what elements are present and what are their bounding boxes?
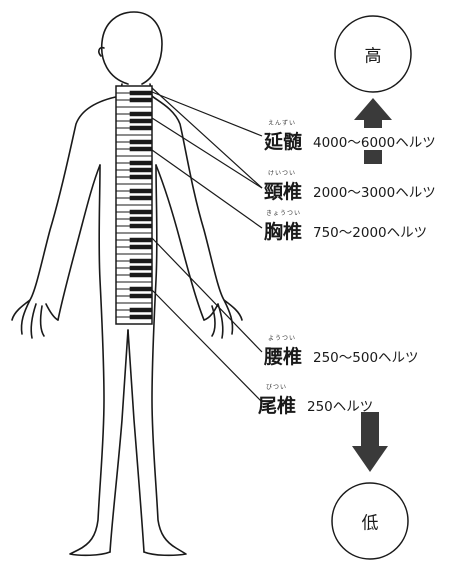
keyboard-spine-icon — [116, 86, 152, 324]
lumbar-name: 腰椎 — [264, 342, 302, 369]
leader-line-medulla — [152, 92, 262, 136]
black-key — [130, 287, 152, 291]
high-label: 高 — [365, 42, 382, 67]
medulla-ruby: えんずい — [268, 118, 296, 127]
leader-line-thoracic — [152, 150, 262, 228]
black-key — [130, 147, 152, 151]
black-key — [130, 119, 152, 123]
leader-lines — [152, 88, 262, 402]
cervical-ruby: けいつい — [268, 168, 296, 177]
black-key — [130, 126, 152, 130]
black-key — [130, 273, 152, 277]
black-key — [130, 224, 152, 228]
lumbar-ruby: ようつい — [268, 333, 296, 342]
black-key — [130, 217, 152, 221]
black-key — [130, 140, 152, 144]
black-key — [130, 91, 152, 95]
black-key — [130, 98, 152, 102]
down-arrow-icon — [352, 412, 388, 472]
black-key — [130, 161, 152, 165]
coccyx-name: 尾椎 — [258, 391, 296, 418]
black-key — [130, 175, 152, 179]
medulla-frequency: 4000〜6000ヘルツ — [313, 131, 436, 151]
black-key — [130, 210, 152, 214]
black-key — [130, 196, 152, 200]
black-key — [130, 112, 152, 116]
black-key — [130, 308, 152, 312]
cervical-frequency: 2000〜3000ヘルツ — [313, 181, 436, 201]
thoracic-ruby: きょうつい — [266, 208, 301, 217]
low-label: 低 — [362, 509, 379, 534]
black-key — [130, 266, 152, 270]
coccyx-frequency: 250ヘルツ — [307, 395, 373, 415]
black-key — [130, 259, 152, 263]
coccyx-ruby: びつい — [266, 382, 287, 391]
thoracic-frequency: 750〜2000ヘルツ — [313, 221, 427, 241]
black-key — [130, 189, 152, 193]
black-key — [130, 245, 152, 249]
thoracic-name: 胸椎 — [264, 217, 302, 244]
leader-line-coccyx — [152, 290, 262, 402]
black-key — [130, 168, 152, 172]
lumbar-frequency: 250〜500ヘルツ — [313, 346, 419, 366]
medulla-name: 延髄 — [264, 127, 302, 154]
cervical-name: 頸椎 — [264, 177, 302, 204]
leader-line-cervical-2 — [152, 88, 262, 188]
leader-line-lumbar — [152, 238, 262, 352]
leader-line-cervical-1 — [152, 118, 262, 188]
black-key — [130, 238, 152, 242]
black-key — [130, 294, 152, 298]
black-key — [130, 315, 152, 319]
